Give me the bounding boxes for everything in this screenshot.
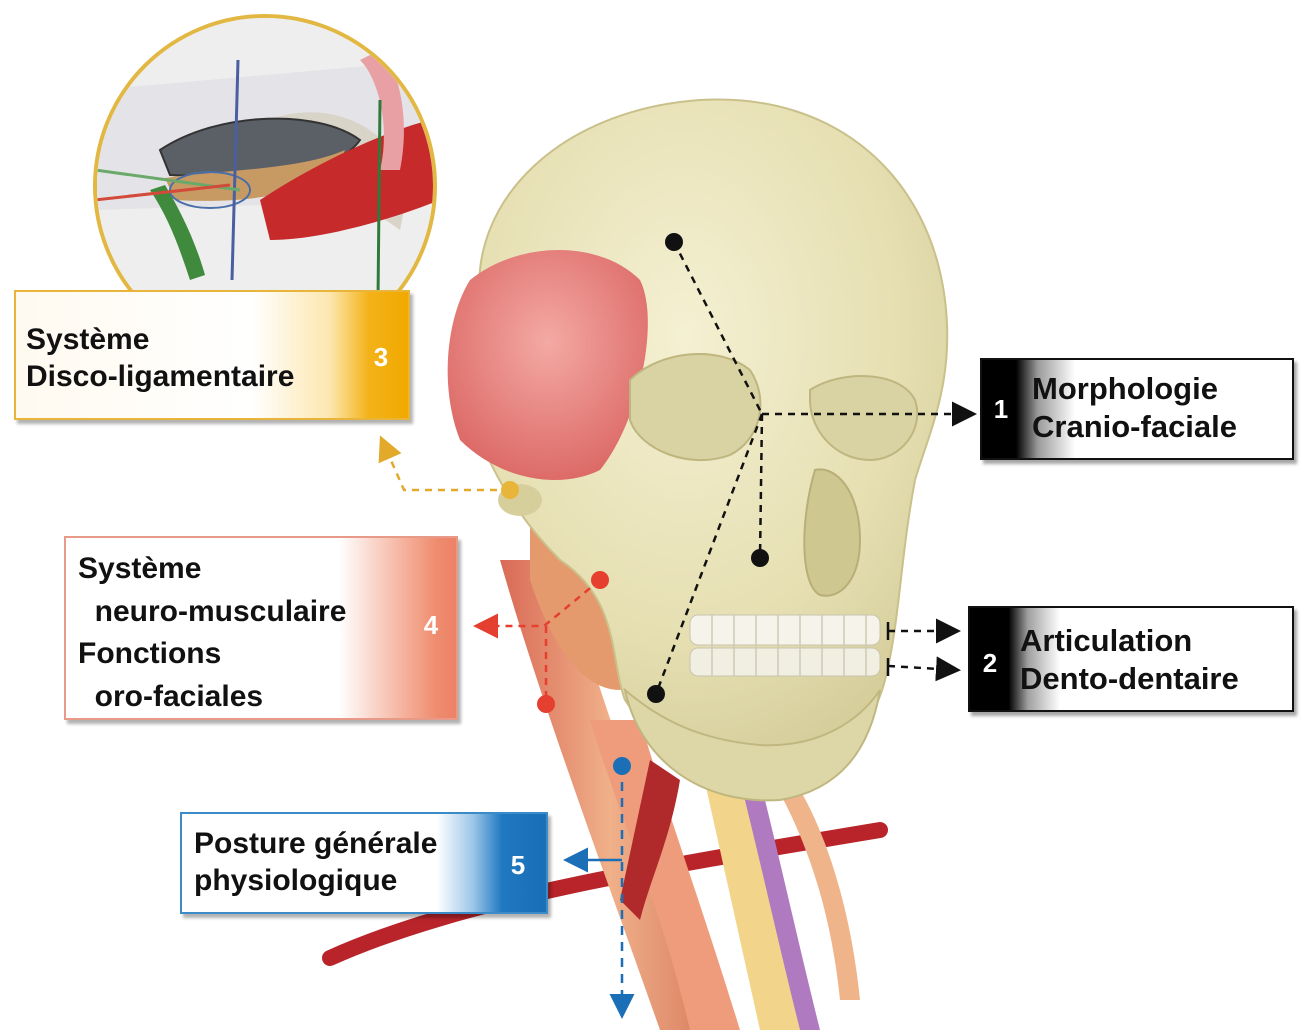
label-line: Cranio-faciale — [1032, 409, 1237, 444]
connector-dot-disco — [501, 481, 519, 499]
label-line: Système — [26, 323, 149, 356]
label-number: 4 — [414, 610, 448, 641]
label-line: Morphologie — [1032, 371, 1218, 406]
label-number: 1 — [982, 394, 1020, 425]
label-line: Dento-dentaire — [1020, 661, 1239, 696]
connector-dot-posture — [613, 757, 631, 775]
label-line: Système — [78, 552, 201, 585]
label-line: Articulation — [1020, 623, 1192, 658]
label-line: Disco-ligamentaire — [26, 360, 294, 393]
label-line: Fonctions — [78, 637, 221, 670]
skull — [448, 99, 948, 800]
connector-articulation — [888, 622, 956, 676]
label-text: Posture générale physiologique — [194, 826, 437, 899]
label-line: oro-faciales — [78, 680, 263, 713]
label-number: 2 — [970, 648, 1010, 679]
label-line: Posture générale — [194, 827, 437, 860]
label-number: 5 — [498, 850, 538, 881]
label-line: physiologique — [194, 864, 397, 897]
label-number: 3 — [366, 342, 396, 373]
label-line: neuro-musculaire — [78, 595, 346, 628]
label-posture: Posture générale physiologique 5 — [180, 812, 548, 914]
